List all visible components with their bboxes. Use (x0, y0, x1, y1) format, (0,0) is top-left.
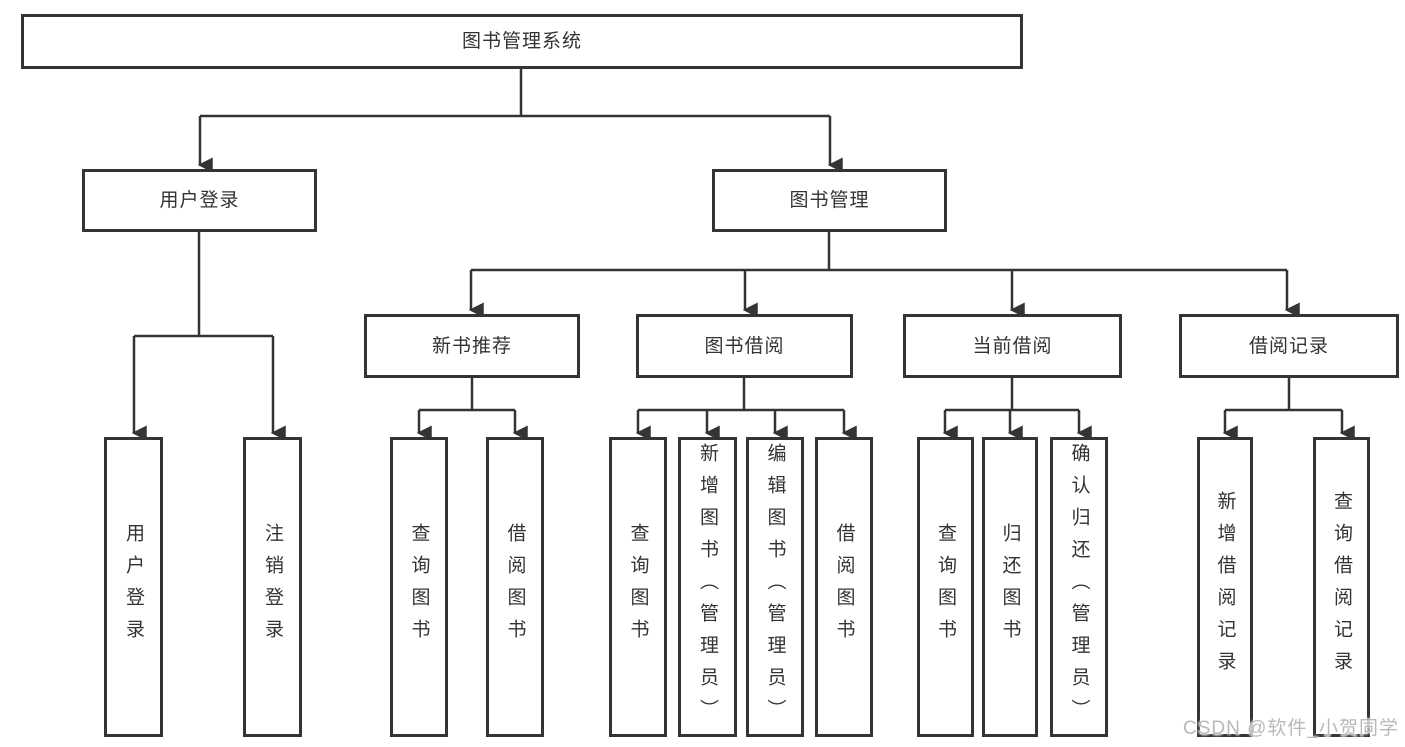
node-label: 新书推荐 (431, 335, 512, 357)
node-label: 借阅图书 (504, 523, 526, 651)
node-label: 归还图书 (999, 523, 1021, 651)
node-label: 编辑图书（管理员） (764, 443, 786, 731)
node-branch-user-login: 用户登录 (82, 169, 317, 232)
node-leaf-query-books-current: 查询图书 (917, 437, 974, 737)
node-leaf-query-books-borrowing: 查询图书 (609, 437, 667, 737)
node-leaf-user-login: 用户登录 (104, 437, 163, 737)
node-label: 查询图书 (935, 523, 956, 651)
node-label: 图书管理系统 (461, 31, 582, 52)
node-group-book-borrowing: 图书借阅 (636, 314, 853, 378)
node-label: 用户登录 (159, 190, 240, 211)
node-leaf-borrow-books: 借阅图书 (815, 437, 873, 737)
node-leaf-add-books-admin: 新增图书（管理员） (678, 437, 737, 737)
node-label: 确认归还（管理员） (1068, 443, 1090, 731)
node-leaf-return-books: 归还图书 (982, 437, 1038, 737)
node-label: 用户登录 (123, 523, 144, 651)
node-root-library-management-system: 图书管理系统 (21, 14, 1023, 69)
node-label: 新增借阅记录 (1214, 491, 1236, 683)
node-label: 查询借阅记录 (1331, 491, 1352, 683)
node-leaf-edit-books-admin: 编辑图书（管理员） (746, 437, 804, 737)
node-label: 新增图书（管理员） (697, 443, 718, 731)
node-leaf-query-borrow-record: 查询借阅记录 (1313, 437, 1370, 737)
node-label: 查询图书 (627, 523, 649, 651)
node-label: 借阅记录 (1248, 335, 1329, 357)
node-group-new-book-recommend: 新书推荐 (364, 314, 580, 378)
node-leaf-query-books-recommend: 查询图书 (390, 437, 448, 737)
node-label: 当前借阅 (972, 335, 1053, 357)
node-branch-book-management: 图书管理 (712, 169, 947, 232)
node-label: 借阅图书 (833, 523, 855, 651)
node-label: 图书借阅 (704, 335, 785, 357)
node-leaf-borrow-books-recommend: 借阅图书 (486, 437, 544, 737)
node-leaf-confirm-return-admin: 确认归还（管理员） (1050, 437, 1108, 737)
node-group-borrow-records: 借阅记录 (1179, 314, 1399, 378)
node-leaf-add-borrow-record: 新增借阅记录 (1197, 437, 1253, 737)
node-leaf-logout: 注销登录 (243, 437, 302, 737)
watermark: CSDN @软件_小贺同学 (1183, 718, 1399, 739)
node-label: 图书管理 (789, 190, 870, 211)
node-label: 查询图书 (408, 523, 430, 651)
node-group-current-borrowing: 当前借阅 (903, 314, 1122, 378)
node-label: 注销登录 (262, 523, 283, 651)
